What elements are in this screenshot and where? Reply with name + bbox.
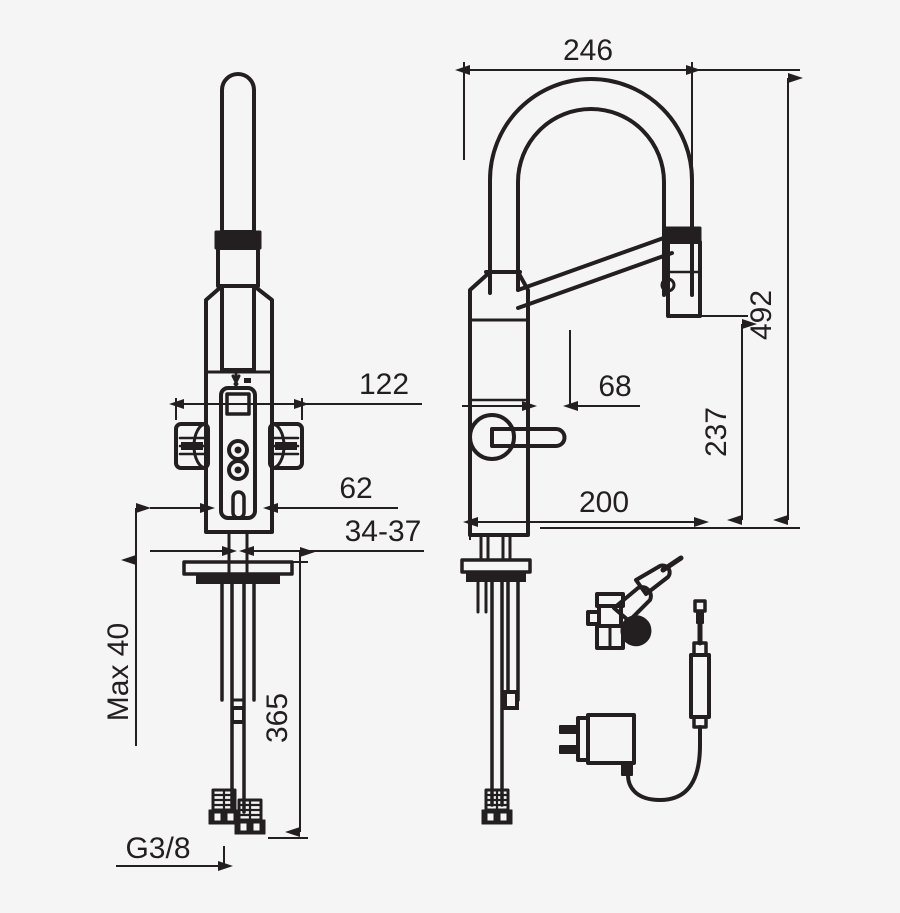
dimension-label-237: 237	[700, 407, 733, 457]
transformer-part	[626, 599, 711, 802]
dimension-label-34-37: 34-37	[345, 515, 422, 548]
power-plug-part	[559, 713, 636, 776]
dimension-lines	[116, 62, 803, 871]
dimension-label-62: 62	[339, 472, 372, 505]
side-view-geometry	[460, 77, 702, 826]
dimension-label-492: 492	[745, 290, 778, 340]
front-view-geometry	[174, 72, 304, 836]
dimension-labels: 246 492 237 68 200 122 62 34-37 Max 40 3…	[102, 34, 778, 865]
dimension-label-max-40: Max 40	[102, 623, 135, 721]
dimension-label-122: 122	[359, 368, 409, 401]
dimension-label-g38: G3/8	[125, 832, 190, 865]
dimension-label-68: 68	[598, 370, 631, 403]
dimension-label-200: 200	[579, 486, 629, 519]
dimension-label-365: 365	[261, 693, 294, 743]
dimension-label-246: 246	[563, 34, 613, 67]
valve-sensor-part	[586, 555, 684, 650]
accessories-geometry	[559, 555, 711, 802]
